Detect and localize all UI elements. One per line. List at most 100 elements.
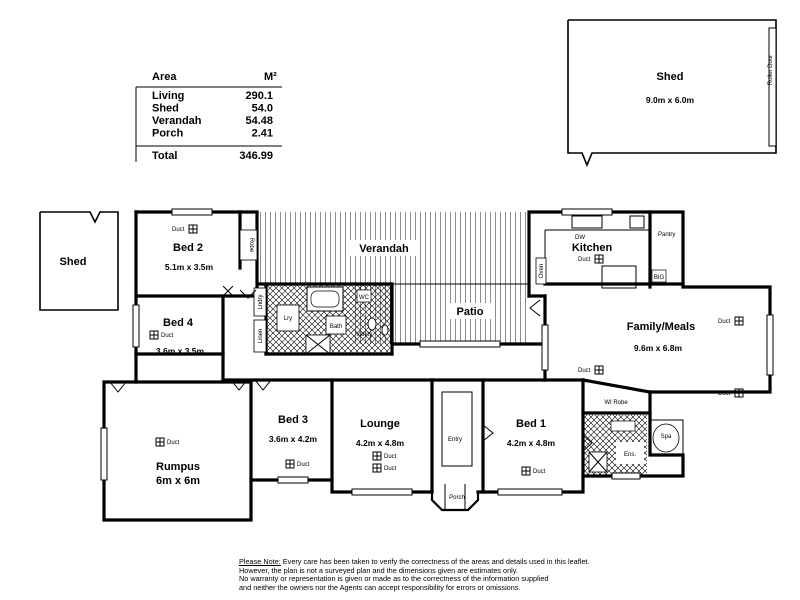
door-patio	[529, 299, 541, 317]
area-row-value: 290.1	[245, 90, 273, 102]
ensuite-label-bg	[616, 442, 644, 464]
shed-small: Shed	[39, 211, 119, 311]
area-row-label: Living	[152, 90, 184, 102]
duct-label: Duct	[297, 462, 310, 468]
linen-box	[253, 319, 267, 353]
laundry-cupboard-label: Lndry	[258, 294, 264, 309]
walk-in-robe-label: WI Robe	[604, 400, 628, 406]
kitchen-name: Kitchen	[572, 242, 613, 254]
wet-areas: Bath Lry WC Vanity Spa Ens.	[266, 284, 684, 475]
door-rumpus	[109, 381, 127, 393]
window-ensuite	[611, 472, 641, 480]
duct-label: Duct	[161, 333, 174, 339]
laundry-cupboard-box	[253, 287, 267, 317]
room-labels: Bed 2 5.1m x 3.5m Bed 4 3.6m x 3.5m Kitc…	[156, 242, 695, 487]
duct-marker: Duct	[285, 459, 310, 469]
area-table-unit: M²	[264, 71, 277, 83]
rumpus-dims: 6m x 6m	[156, 475, 200, 487]
entry-area: Entry Porch	[430, 391, 480, 512]
window-family-west	[541, 324, 549, 371]
window-bed2	[171, 208, 213, 216]
area-row-value: 54.48	[245, 115, 273, 127]
wall-west-south	[102, 210, 434, 522]
shed-main-name: Shed	[657, 71, 684, 83]
window-lounge	[351, 488, 413, 496]
entry-screen	[441, 391, 473, 467]
area-row-value: 54.0	[252, 103, 273, 115]
duct-icon-cross	[189, 225, 197, 233]
verandah-name: Verandah	[359, 243, 409, 255]
area-table-header: Area	[152, 71, 177, 83]
duct-label: Duct	[384, 454, 397, 460]
shower-cross	[305, 334, 331, 355]
area-row-label: Porch	[152, 128, 183, 140]
bin-label: BIG	[654, 275, 665, 281]
patio-label-bg	[448, 303, 492, 319]
shed-main: Roller Door Shed 9.0m x 6.0m	[567, 19, 777, 168]
lounge-dims: 4.2m x 4.8m	[356, 438, 405, 448]
duct-label: Duct	[578, 257, 591, 263]
ensuite-vanity	[610, 420, 636, 432]
area-row-value: 2.41	[252, 128, 273, 140]
duct-icon-cross	[373, 464, 381, 472]
bed3-dims: 3.6m x 4.2m	[269, 434, 318, 444]
bed1-name: Bed 1	[516, 418, 546, 430]
vanity-label: Vanity	[356, 332, 372, 338]
spa-basin	[652, 423, 680, 453]
bath-label-box	[325, 315, 347, 335]
duct-marker: Duct	[578, 254, 604, 264]
duct-icon-cross	[373, 452, 381, 460]
family-dims: 9.6m x 6.8m	[634, 343, 683, 353]
bed2-dims: 5.1m x 3.5m	[165, 262, 214, 272]
shed-main-dims: 9.0m x 6.0m	[646, 95, 695, 105]
disclaimer-text: Every care has been taken to verify the …	[239, 557, 590, 592]
robe-box	[239, 229, 258, 261]
bin-box	[651, 269, 667, 283]
kitchen-sink	[571, 215, 603, 229]
door-bed4	[222, 285, 234, 297]
bed4-dims: 3.6m x 3.5m	[156, 346, 205, 356]
duct-label: Duct	[533, 469, 546, 475]
walls	[102, 210, 772, 522]
toilet	[367, 317, 377, 331]
shed-small-outline	[39, 211, 119, 311]
duct-marker: Duct	[578, 365, 604, 375]
ensuite-shower-cross	[588, 451, 608, 473]
bed1-dims: 4.2m x 4.8m	[507, 438, 556, 448]
rumpus-name: Rumpus	[156, 461, 200, 473]
robe-label: Robe	[248, 238, 254, 253]
duct-marker: Duct	[149, 330, 174, 340]
door-hall-rumpus	[230, 379, 248, 391]
window-kitchen	[561, 208, 613, 216]
wall-south-east	[476, 390, 685, 494]
window-bed1	[497, 488, 563, 496]
bed4-name: Bed 4	[163, 317, 194, 329]
duct-label: Duct	[384, 466, 397, 472]
vanity-basin	[381, 324, 389, 336]
area-table-total-label: Total	[152, 150, 177, 162]
duct-icon-cross	[150, 331, 158, 339]
laundry-room-label: Lry	[284, 316, 292, 322]
duct-icon-cross	[286, 460, 294, 468]
duct-icon-cross	[595, 255, 603, 263]
linen-label: Linen	[258, 329, 264, 344]
window-rumpus	[100, 427, 108, 481]
duct-label: Duct	[172, 227, 185, 233]
kitchen-fittings: Oven DW Pantry BIG	[535, 215, 675, 289]
door-bed1	[482, 424, 494, 442]
duct-label: Duct	[578, 368, 591, 374]
wc-label: WC	[359, 295, 370, 301]
roller-door	[768, 27, 777, 147]
porch-name: Porch	[449, 495, 465, 501]
bathtub-basin	[310, 290, 340, 308]
bed3-name: Bed 3	[278, 414, 308, 426]
disclaimer-note: Please Note: Every care has been taken t…	[239, 557, 639, 592]
disclaimer-heading: Please Note:	[239, 557, 281, 566]
ensuite-label: Ens.	[624, 452, 636, 458]
laundry-label-box	[276, 304, 300, 332]
roller-door-label: Roller Door	[768, 55, 774, 85]
door-bed2	[239, 289, 257, 299]
